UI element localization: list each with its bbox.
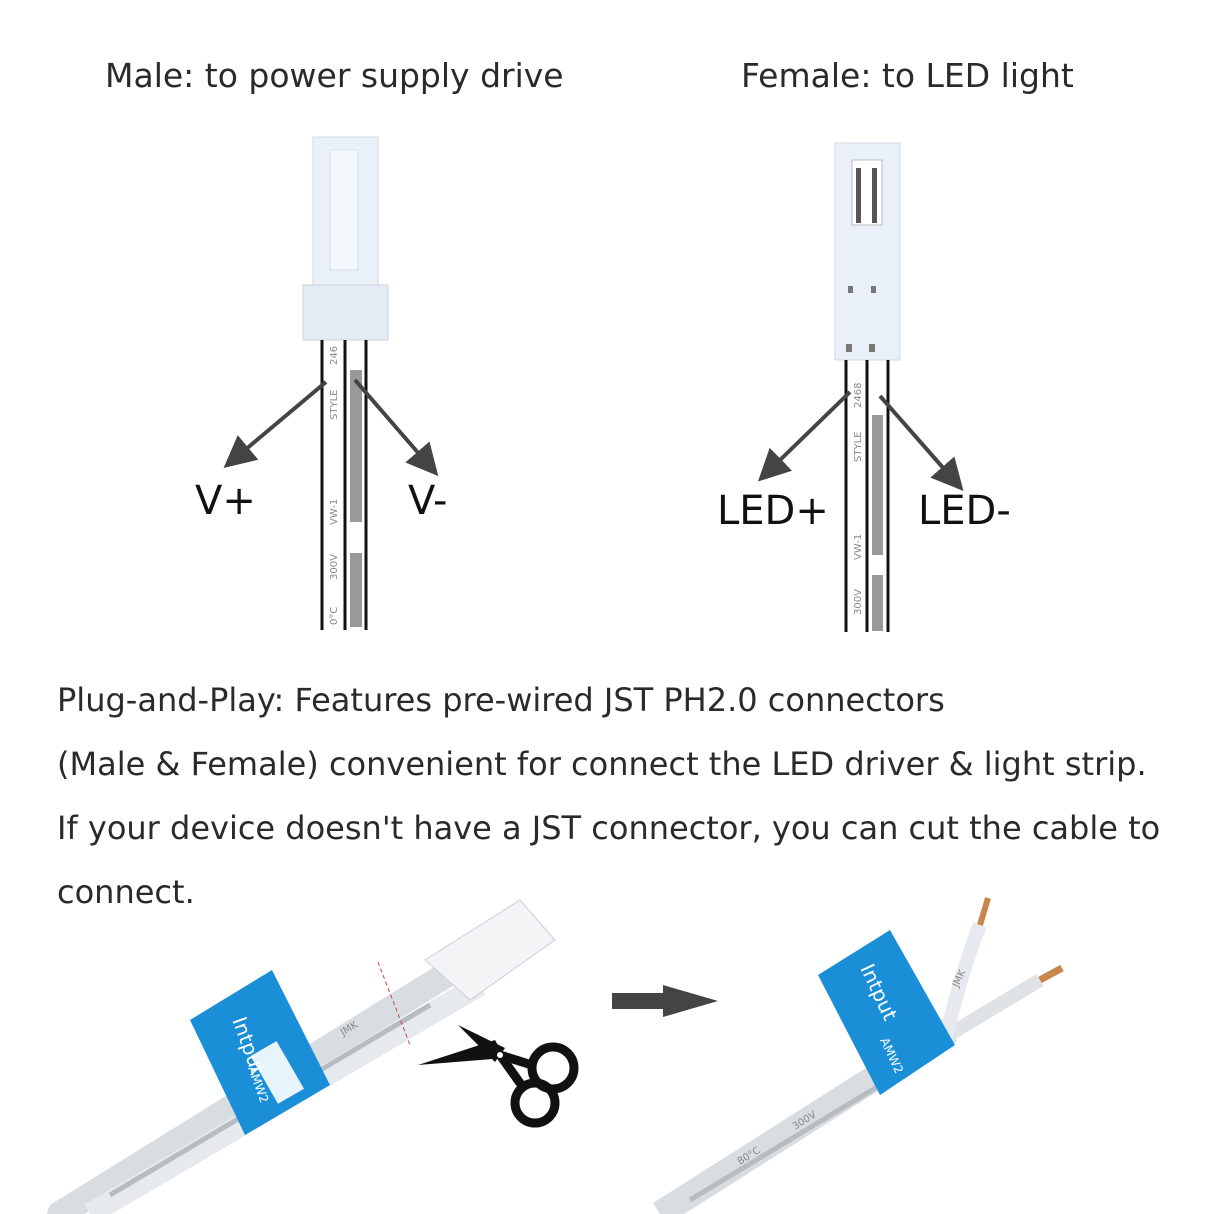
description: Plug-and-Play: Features pre-wired JST PH… <box>57 668 1207 924</box>
male-wire-text-4: STYLE <box>329 390 340 420</box>
cable-with-connector-photo: Intput AMW2 JMK <box>47 899 556 1214</box>
description-line: (Male & Female) convenient for connect t… <box>57 745 1147 783</box>
male-wire-text-5: 246 <box>329 346 340 365</box>
description-line: If your device doesn't have a JST connec… <box>57 809 1161 847</box>
female-wire-text-1: 300V <box>853 589 864 615</box>
v-plus-arrow <box>223 380 328 469</box>
led-minus-label: LED- <box>918 488 1011 534</box>
description-line: connect. <box>57 873 195 911</box>
scissors-icon <box>418 1025 579 1128</box>
female-wire-text-4: 2468 <box>853 383 864 408</box>
led-plus-label: LED+ <box>717 488 829 534</box>
description-line: Plug-and-Play: Features pre-wired JST PH… <box>57 681 945 719</box>
male-wire-text-1: 0°C <box>329 607 340 625</box>
male-wire-text-2: 300V <box>329 554 340 580</box>
male-connector: 0°C 300V VW-1 STYLE 246 <box>302 136 389 630</box>
v-plus-label: V+ <box>195 478 256 524</box>
female-wire-text-2: VW-1 <box>853 534 864 560</box>
female-wire-text-3: STYLE <box>853 432 864 462</box>
v-minus-label: V- <box>408 478 448 524</box>
male-wire-text-3: VW-1 <box>329 499 340 525</box>
led-plus-arrow <box>757 390 852 482</box>
led-minus-arrow <box>878 394 964 492</box>
right-arrow-icon <box>612 985 718 1017</box>
female-connector: 300V VW-1 STYLE 2468 <box>834 142 901 632</box>
female-title: Female: to LED light <box>741 56 1074 95</box>
v-minus-arrow <box>353 378 439 477</box>
male-title: Male: to power supply drive <box>105 56 564 95</box>
cut-cable-photo: Intput AMW2 300V 80°C JMK <box>653 897 1064 1214</box>
